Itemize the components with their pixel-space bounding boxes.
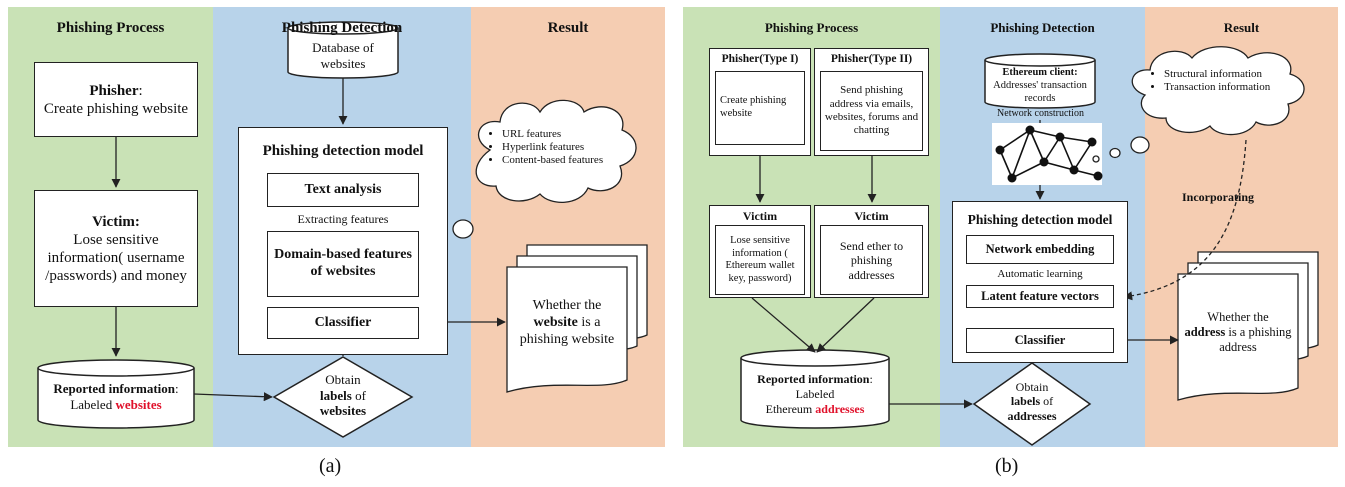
panel-a-header-detection: Phishing Detection bbox=[281, 20, 403, 36]
panel-a-reported-highlight: websites bbox=[115, 397, 162, 413]
panel-a-cloud-item: Content-based features bbox=[502, 154, 628, 167]
panel-a-label: (a) bbox=[319, 455, 342, 477]
panel-a-phisher-title: Phisher bbox=[89, 82, 139, 99]
panel-b-phisher1-inner: Create phishing website bbox=[715, 70, 805, 145]
panel-b-result-post: is a phishing address bbox=[1219, 325, 1292, 354]
panel-a-reported-title: Reported information bbox=[53, 381, 176, 396]
panel-b-obtain-label: Obtain labels of addresses bbox=[992, 380, 1072, 423]
panel-b-result-bold: address bbox=[1184, 325, 1226, 339]
panel-a-domain-features: Domain-based features of websites bbox=[267, 231, 419, 297]
panel-a-obtain-line2: of bbox=[351, 387, 366, 403]
panel-b-reported-pre: Ethereum bbox=[765, 402, 816, 416]
panel-b-reported-cylinder bbox=[740, 349, 890, 429]
panel-b-result-pre: Whether the bbox=[1207, 310, 1269, 324]
panel-b-result-docs bbox=[1177, 251, 1319, 401]
panel-b-obtain-line2: of bbox=[1040, 394, 1054, 409]
panel-b-victim1-box: Victim Lose sensitive information ( Ethe… bbox=[709, 205, 811, 298]
panel-b-network-embedding: Network embedding bbox=[966, 235, 1114, 264]
panel-b-phisher2-inner: Send phishing address via emails, websit… bbox=[820, 70, 923, 151]
panel-b-reported-line2: Labeled bbox=[795, 387, 835, 401]
panel-b-phisher2-box: Phisher(Type II) Send phishing address v… bbox=[814, 48, 929, 156]
panel-b-eth-client-title: Ethereum client: bbox=[1002, 67, 1078, 78]
panel-b-model-title: Phishing detection model bbox=[967, 212, 1113, 227]
panel-b-victim1-title: Victim bbox=[742, 209, 778, 223]
panel-b-reported-highlight: addresses bbox=[815, 402, 865, 416]
panel-b-phisher1-text: Create phishing website bbox=[720, 95, 787, 119]
panel-b-reported-text: Reported information: Labeled Ethereum a… bbox=[741, 372, 889, 417]
network-graph-image bbox=[992, 123, 1103, 185]
panel-a-victim-title: Victim: bbox=[92, 213, 140, 230]
panel-a-result-post: is a phishing website bbox=[519, 314, 615, 347]
panel-b-eth-client-text: Addresses' transaction records bbox=[993, 80, 1087, 105]
panel-b-cloud-list: Structural information Transaction infor… bbox=[1150, 68, 1290, 94]
panel-b-label: (b) bbox=[995, 455, 1019, 477]
panel-b-phisher2-title: Phisher(Type II) bbox=[830, 53, 913, 65]
panel-a-cloud-item: Hyperlink features bbox=[502, 141, 628, 154]
panel-b-eth-client-cylinder bbox=[984, 53, 1096, 109]
panel-a-reported-colon: : bbox=[175, 381, 179, 396]
panel-a-reported-text: Reported information: Labeled websites bbox=[38, 381, 194, 414]
panel-a-database-cylinder bbox=[287, 21, 399, 79]
panel-a-model-title: Phishing detection model bbox=[262, 143, 424, 159]
panel-b-header-process: Phishing Process bbox=[764, 20, 859, 35]
panel-a-text-analysis: Text analysis bbox=[267, 173, 419, 207]
panel-a-extracting-label: Extracting features bbox=[297, 212, 389, 226]
panel-a-classifier: Classifier bbox=[267, 307, 419, 339]
panel-b-victim2-box: Victim Send ether to phishing addresses bbox=[814, 205, 929, 298]
panel-a-obtain-line3: websites bbox=[319, 403, 367, 419]
panel-b-classifier: Classifier bbox=[966, 328, 1114, 353]
panel-b-reported-title: Reported information bbox=[757, 372, 870, 386]
panel-b-victim2-inner: Send ether to phishing addresses bbox=[820, 225, 923, 296]
panel-b-obtain-diamond bbox=[972, 362, 1092, 446]
panel-b-network-construction: Network construction bbox=[997, 108, 1084, 119]
panel-a-reported-cylinder bbox=[37, 359, 195, 429]
panel-a-obtain-bold: labels bbox=[320, 387, 352, 403]
panel-b-header-detection: Phishing Detection bbox=[990, 20, 1095, 35]
panel-a-obtain-diamond bbox=[272, 356, 414, 438]
panel-b-phisher1-box: Phisher(Type I) Create phishing website bbox=[709, 48, 811, 156]
panel-a-phisher-colon: : bbox=[138, 82, 143, 99]
panel-b-obtain-bold: labels bbox=[1010, 394, 1041, 409]
panel-b-phisher2-text: Send phishing address via emails, websit… bbox=[824, 84, 919, 136]
panel-a-obtain-label: Obtain labels of websites bbox=[293, 372, 393, 419]
panel-b-obtain-line3: addresses bbox=[1007, 408, 1057, 423]
panel-b-result-text: Whether the address is a phishing addres… bbox=[1183, 310, 1293, 355]
panel-b-cloud-item: Transaction information bbox=[1164, 81, 1290, 94]
panel-b-obtain-line1: Obtain bbox=[1015, 380, 1049, 394]
panel-b-victim2-title: Victim bbox=[854, 209, 889, 223]
panel-a-reported-pre: Labeled bbox=[70, 397, 116, 413]
panel-a-victim-box: Victim: Lose sensitive information( user… bbox=[34, 190, 198, 307]
panel-a-result-bold: website bbox=[533, 314, 578, 330]
panel-b-eth-client-label: Ethereum client: Addresses' transaction … bbox=[985, 66, 1095, 105]
panel-a-result-docs bbox=[506, 244, 648, 393]
panel-b-reported-colon: : bbox=[869, 372, 873, 386]
panel-b-thought-cloud bbox=[1092, 46, 1305, 163]
panel-b-victim1-inner: Lose sensitive information ( Ethereum wa… bbox=[715, 225, 805, 296]
panel-a-header-process: Phishing Process bbox=[56, 20, 165, 36]
panel-b-phisher1-title: Phisher(Type I) bbox=[721, 53, 799, 65]
panel-a-phisher-text: Create phishing website bbox=[43, 100, 189, 117]
panel-a-header-result: Result bbox=[547, 20, 589, 36]
panel-a-database-label: Database of websites bbox=[312, 40, 374, 72]
panel-a-victim-text: Lose sensitive information( username /pa… bbox=[45, 231, 187, 284]
panel-b-latent-vectors: Latent feature vectors bbox=[966, 285, 1114, 308]
panel-b-header-result: Result bbox=[1223, 20, 1260, 35]
panel-a-thought-cloud bbox=[403, 99, 637, 268]
panel-b-victim1-text: Lose sensitive information ( Ethereum wa… bbox=[725, 235, 795, 284]
panel-b-automatic-learning: Automatic learning bbox=[997, 268, 1083, 280]
panel-b-incorporating: Incorporating bbox=[1182, 190, 1254, 204]
panel-a-obtain-line1: Obtain bbox=[325, 372, 361, 387]
panel-a-phisher-box: Phisher: Create phishing website bbox=[34, 62, 198, 137]
panel-a-cloud-item: URL features bbox=[502, 128, 628, 141]
panel-a-cloud-list: URL features Hyperlink features Content-… bbox=[488, 128, 628, 168]
panel-b-cloud-item: Structural information bbox=[1164, 68, 1290, 81]
panel-b-victim2-text: Send ether to phishing addresses bbox=[839, 238, 904, 282]
panel-a-result-pre: Whether the bbox=[532, 298, 602, 313]
panel-a-result-text: Whether the website is a phishing websit… bbox=[510, 298, 624, 348]
